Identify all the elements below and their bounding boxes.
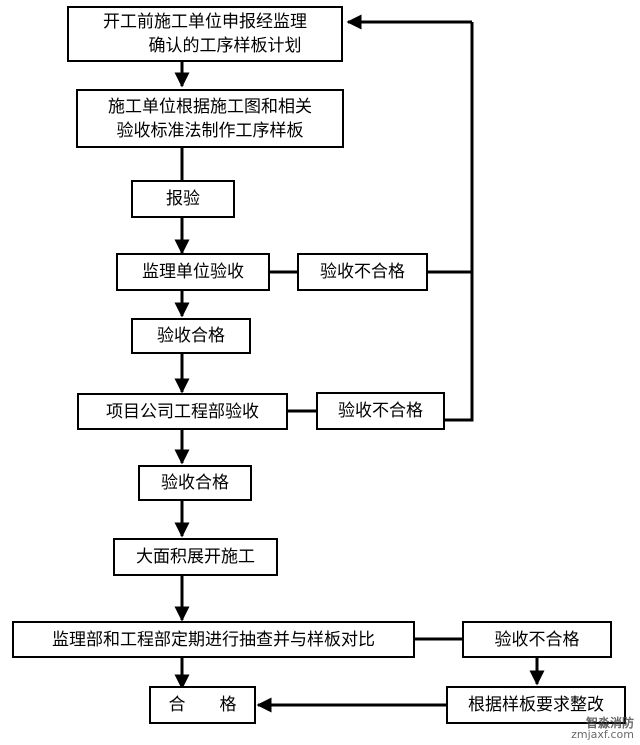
node-pass-1: 验收合格 [131,318,251,354]
node-make-sample-line2: 验收标准法制作工序样板 [116,120,304,141]
node-start-line2: 确认的工序样板计划 [148,36,302,56]
node-project-check: 项目公司工程部验收 [77,393,288,430]
node-start: 开工前施工单位申报经监理 确认的工序样板计划 [67,6,343,62]
node-make-sample: 施工单位根据施工图和相关 验收标准法制作工序样板 [76,89,344,148]
node-rectify: 根据样板要求整改 [446,686,626,724]
node-make-sample-line1: 施工单位根据施工图和相关 [108,96,312,117]
node-supervisor-fail: 验收不合格 [297,253,428,291]
node-periodic-check: 监理部和工程部定期进行抽查并与样板对比 [12,621,415,658]
node-periodic-fail: 验收不合格 [462,621,612,658]
node-qualified: 合 格 [149,686,256,724]
node-project-fail: 验收不合格 [316,392,445,430]
watermark: 智淼消防 zmjaxf.com [571,717,634,741]
node-supervisor-check: 监理单位验收 [116,253,270,291]
node-report: 报验 [131,180,235,218]
watermark-brand: 智淼消防 [585,716,634,730]
node-full-construction: 大面积展开施工 [113,538,278,576]
node-start-line1: 开工前施工单位申报经监理 [103,12,307,32]
watermark-url: zmjaxf.com [571,728,634,741]
node-pass-2: 验收合格 [138,465,252,501]
line-project-fail-return [445,22,474,422]
